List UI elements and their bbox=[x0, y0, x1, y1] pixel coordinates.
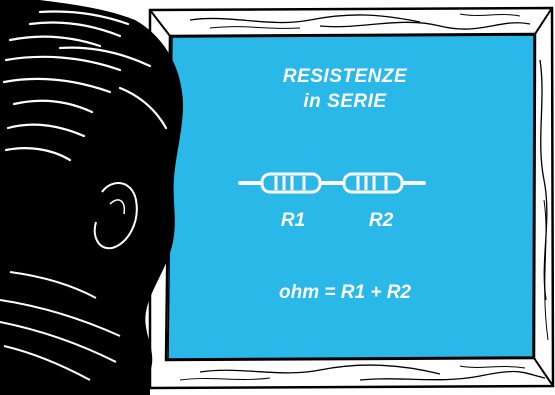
formula-text: ohm = R1 + R2 bbox=[279, 282, 411, 303]
resistor-label-r2: R2 bbox=[368, 210, 394, 231]
resistor-label-r1: R1 bbox=[280, 210, 306, 231]
man-silhouette-icon bbox=[0, 0, 183, 395]
resistor-icon bbox=[342, 172, 404, 194]
board-subtitle: in SERIE bbox=[303, 91, 387, 112]
resistor-icon bbox=[260, 172, 322, 194]
board-title: RESISTENZE bbox=[282, 66, 408, 87]
